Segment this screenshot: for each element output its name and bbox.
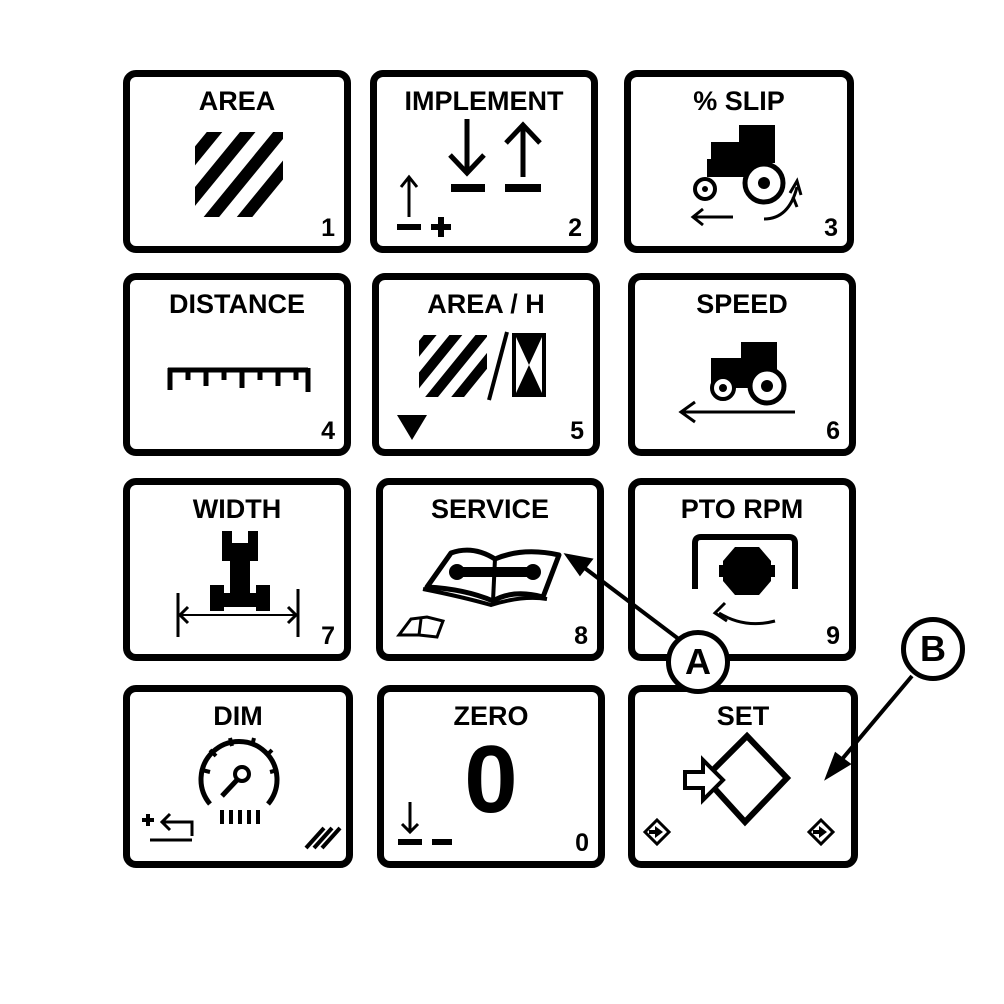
callout-a: A [666, 630, 730, 694]
key-label: % SLIP [693, 86, 785, 116]
leader-arrowhead-a [563, 553, 594, 577]
leader-line-a [580, 564, 682, 642]
key-label: DIM [213, 701, 263, 731]
leader-line-b [836, 674, 914, 766]
key-label: ZERO [453, 701, 529, 731]
leader-arrowhead-b [824, 751, 852, 781]
service-key[interactable]: SERVICE 8 [376, 478, 604, 661]
width-key[interactable]: WIDTH 7 [123, 478, 351, 661]
service-book-icon [396, 547, 562, 639]
key-number: 3 [824, 214, 838, 242]
key-number: 5 [570, 417, 584, 445]
tractor-width-icon [176, 531, 300, 637]
key-label: SET [716, 701, 770, 731]
implement-up-down-icon [397, 119, 542, 237]
set-key[interactable]: SET [628, 685, 858, 868]
area-hatch-icon [195, 132, 283, 217]
zero-down-icon [398, 802, 452, 845]
key-number: 2 [568, 214, 582, 242]
slip-key[interactable]: % SLIP 3 [624, 70, 854, 253]
key-label: DISTANCE [168, 289, 305, 319]
set-diamond-icon [642, 731, 836, 847]
zero-key[interactable]: ZERO 0 0 [377, 685, 605, 868]
key-label: AREA / H [427, 289, 545, 319]
key-label: PTO RPM [680, 494, 804, 524]
pto-rpm-key[interactable]: PTO RPM 9 [628, 478, 856, 661]
area-per-hour-key[interactable]: AREA / H 5 [372, 273, 600, 456]
tractor-slip-icon [690, 125, 803, 227]
pto-rpm-icon [692, 534, 798, 626]
key-number: 7 [321, 622, 335, 650]
distance-key[interactable]: DISTANCE 4 [123, 273, 351, 456]
area-per-hour-icon [397, 331, 546, 440]
key-number: 4 [321, 417, 335, 445]
key-number: 6 [826, 417, 840, 445]
key-label: AREA [198, 86, 276, 116]
key-number: 9 [826, 622, 840, 650]
zero-digit: 0 [464, 726, 518, 833]
area-key[interactable]: AREA 1 [123, 70, 351, 253]
implement-key[interactable]: IMPLEMENT 2 [370, 70, 598, 253]
dim-key[interactable]: DIM [123, 685, 353, 868]
key-number: 8 [574, 622, 588, 650]
speed-key[interactable]: SPEED 6 [628, 273, 856, 456]
key-label: WIDTH [192, 494, 282, 524]
key-number: 1 [321, 214, 335, 242]
key-label: SERVICE [430, 494, 550, 524]
ruler-icon [167, 367, 311, 392]
key-number: 0 [575, 829, 589, 857]
key-label: IMPLEMENT [404, 86, 564, 116]
key-label: SPEED [696, 289, 788, 319]
callout-b: B [901, 617, 965, 681]
dim-gauge-icon [142, 737, 342, 850]
tractor-speed-icon [678, 342, 795, 424]
